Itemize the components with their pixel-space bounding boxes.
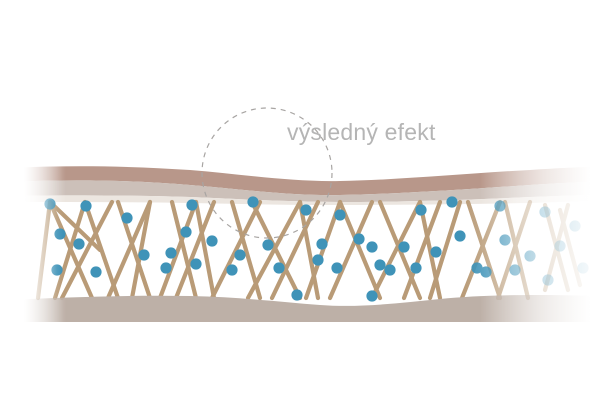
annotation-label: výsledný efekt <box>287 119 436 145</box>
